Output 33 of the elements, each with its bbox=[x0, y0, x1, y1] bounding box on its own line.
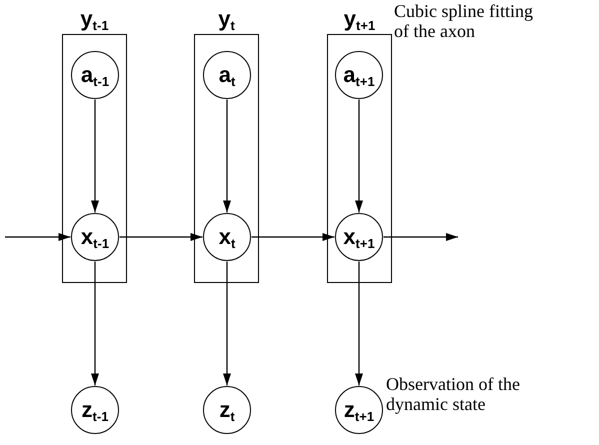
variable-label: x$_{t}$ bbox=[218, 224, 236, 250]
variable-label: z$_{t}$ bbox=[219, 396, 235, 424]
annotation-text: Cubic spline fitting of the axon bbox=[394, 1, 534, 41]
variable-circle bbox=[335, 213, 383, 261]
variable-circle bbox=[203, 213, 251, 261]
arrow bbox=[384, 233, 458, 241]
variable-label: x$_{t+1}$ bbox=[343, 224, 375, 250]
arrow bbox=[5, 233, 70, 241]
variable-label: a$_{t+1}$ bbox=[343, 62, 375, 88]
arrow bbox=[355, 262, 363, 386]
variable-circle bbox=[203, 386, 251, 434]
arrow bbox=[223, 100, 231, 212]
arrow bbox=[91, 262, 99, 386]
plate-label: y$_{t-1}$ bbox=[79, 6, 110, 35]
variable-label: z$_{t-1}$ bbox=[82, 396, 108, 424]
arrow bbox=[120, 233, 202, 241]
arrow bbox=[91, 100, 99, 212]
variable-circle bbox=[71, 213, 119, 261]
variable-label: x$_{t-1}$ bbox=[80, 224, 110, 250]
variable-label: a$_{t}$ bbox=[218, 62, 236, 88]
variable-circle bbox=[71, 386, 119, 434]
plate-label: y$_{t+1}$ bbox=[342, 6, 376, 35]
variable-label: a$_{t-1}$ bbox=[80, 62, 110, 88]
arrow bbox=[252, 233, 334, 241]
plate-label: y$_{t}$ bbox=[217, 6, 236, 35]
variable-circle bbox=[71, 51, 119, 99]
variable-circle bbox=[335, 386, 383, 434]
arrow bbox=[355, 100, 363, 212]
annotation-text: Observation of the dynamic state bbox=[386, 374, 521, 414]
variable-circle bbox=[203, 51, 251, 99]
variable-label: z$_{t+1}$ bbox=[344, 396, 374, 424]
variable-circle bbox=[335, 51, 383, 99]
arrow bbox=[223, 262, 231, 386]
